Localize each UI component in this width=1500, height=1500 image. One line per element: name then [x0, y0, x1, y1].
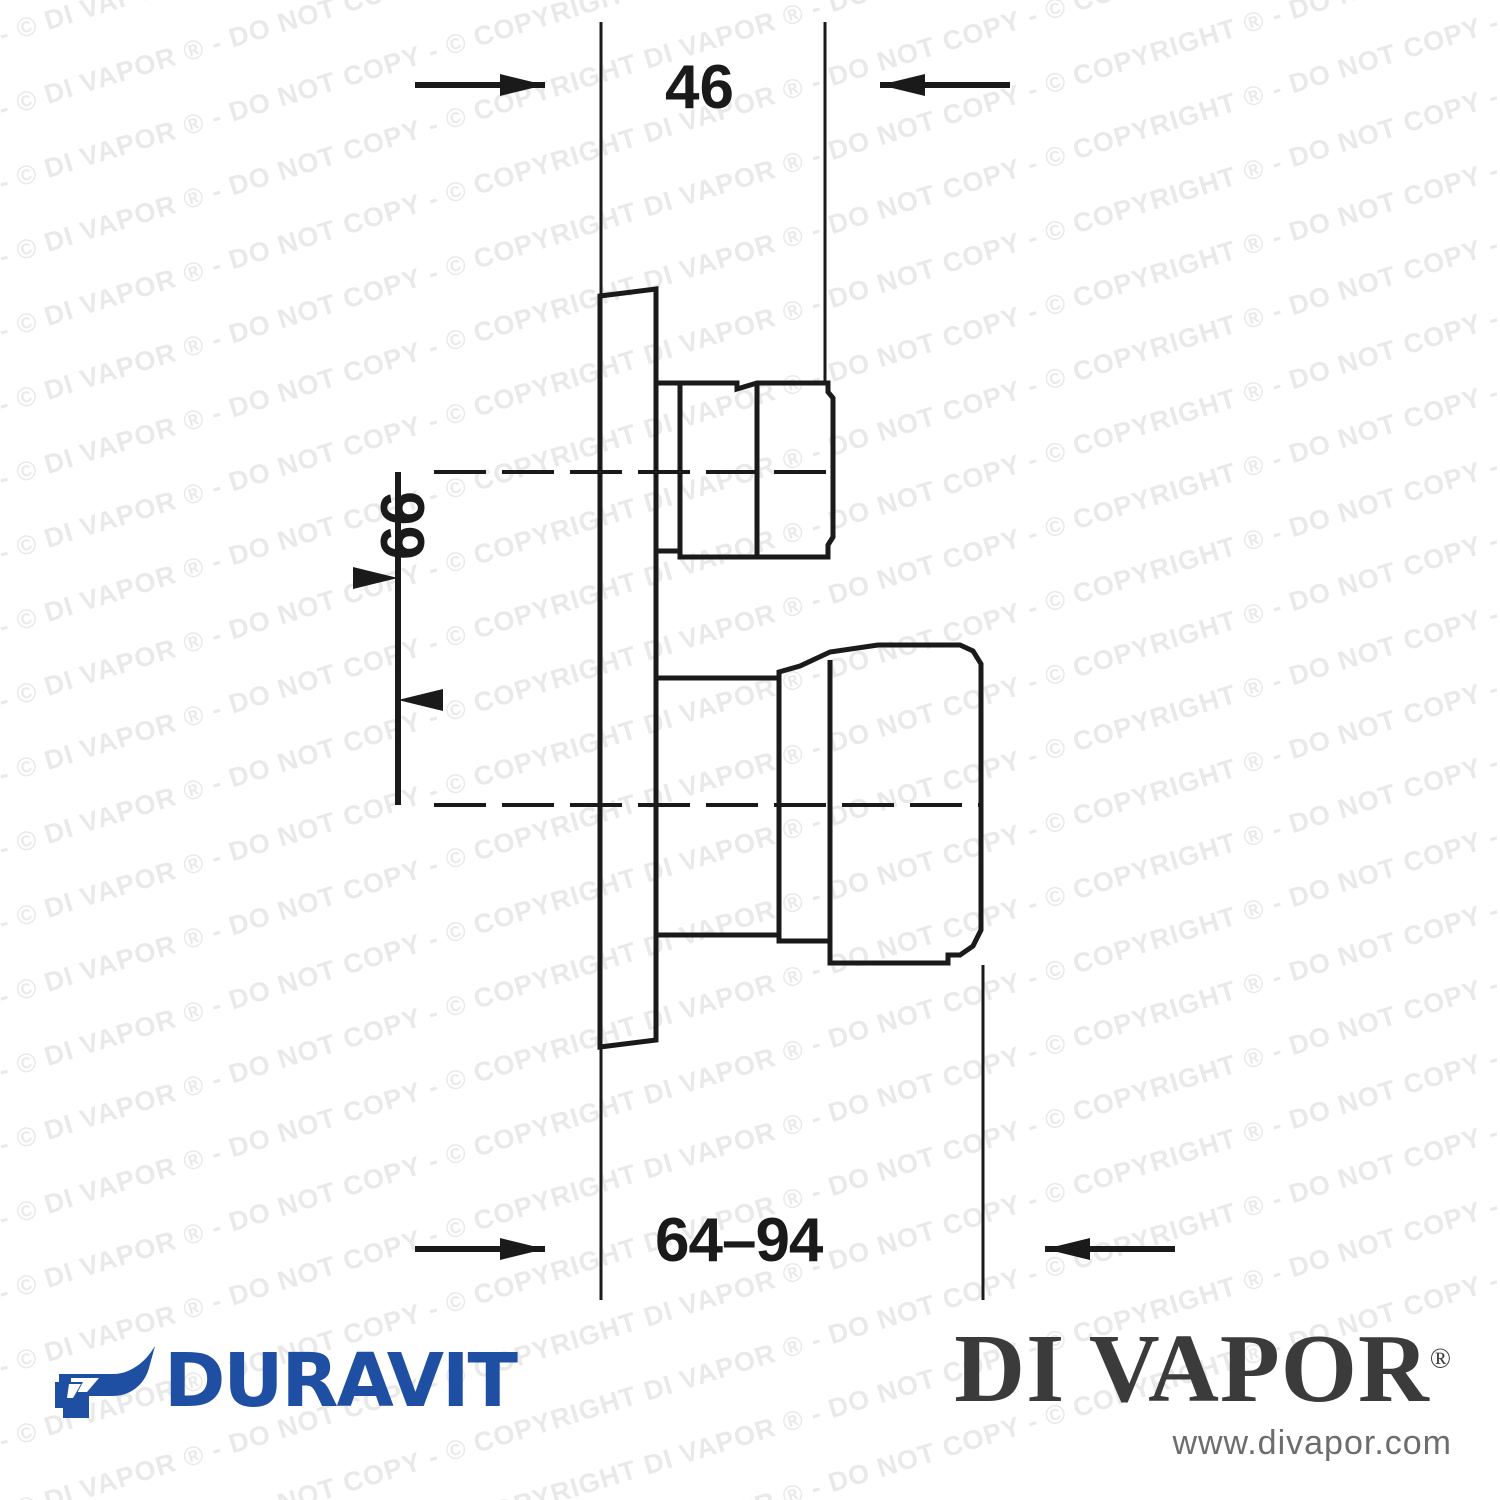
divapor-url: www.divapor.com [1172, 1424, 1452, 1462]
divapor-logo: DI VAPOR® www.divapor.com [954, 1320, 1452, 1463]
duravit-bird-icon [55, 1346, 155, 1418]
dimension-label-top: 46 [665, 53, 734, 122]
duravit-logo: DURAVIT [55, 1338, 518, 1424]
divapor-wordmark: DI VAPOR® [954, 1320, 1452, 1418]
dimension-label-bottom: 64–94 [655, 1206, 823, 1275]
duravit-wordmark: DURAVIT [164, 1338, 518, 1424]
registered-trademark-icon: ® [1429, 1343, 1452, 1375]
dimension-label-left: 66 [369, 491, 438, 560]
lower-control-handle [656, 642, 984, 966]
upper-lever-handle [656, 380, 836, 560]
divapor-wordmark-text: DI VAPOR [954, 1315, 1430, 1423]
wall-plate [597, 286, 659, 1050]
